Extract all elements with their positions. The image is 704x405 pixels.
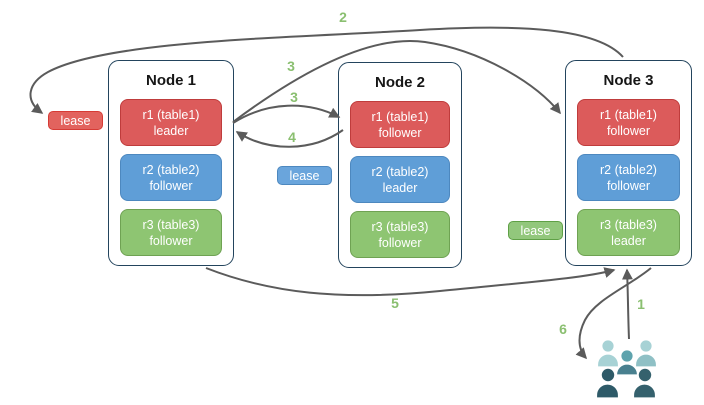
arrow-label-5: 5: [391, 295, 399, 311]
lease-badge-green: lease: [508, 221, 563, 240]
replica-name: r1 (table1): [371, 109, 429, 124]
replica-name: r3 (table3): [142, 217, 200, 232]
replica-role: leader: [153, 123, 189, 138]
users-group-icon: [595, 339, 658, 399]
replica-role: follower: [606, 123, 651, 138]
node-3-replica-r1: r1 (table1) follower: [577, 99, 680, 146]
node-1-title: Node 1: [145, 72, 196, 89]
replica-name: r1 (table1): [600, 107, 657, 122]
arrow-label-6: 6: [559, 321, 567, 337]
node-1-replica-r1: r1 (table1) leader: [120, 99, 222, 146]
replica-role: leader: [382, 180, 418, 195]
node-2-replica-r3: r3 (table3) follower: [350, 211, 450, 258]
replica-role: follower: [149, 233, 193, 248]
arrow-3-short-path: [232, 104, 341, 124]
node-2: Node 2 r1 (table1) follower r2 (table2) …: [338, 62, 462, 268]
replica-role: follower: [378, 235, 422, 250]
replica-name: r2 (table2): [600, 162, 657, 177]
arrow-5-path: [205, 267, 616, 297]
replica-role: follower: [606, 178, 651, 193]
arrow-label-4: 4: [288, 129, 296, 145]
replica-name: r2 (table2): [371, 164, 429, 179]
node-1-replica-r2: r2 (table2) follower: [120, 154, 222, 201]
replica-name: r3 (table3): [371, 219, 429, 234]
arrow-label-2: 2: [339, 9, 347, 25]
node-2-title: Node 2: [374, 74, 425, 91]
replica-name: r1 (table1): [142, 107, 200, 122]
lease-badge-blue: lease: [277, 166, 332, 185]
node-1: Node 1 r1 (table1) leader r2 (table2) fo…: [108, 60, 234, 266]
node-3-title: Node 3: [603, 72, 654, 89]
arrow-1-path: [621, 268, 633, 340]
lease-badge-red: lease: [48, 111, 103, 130]
replica-role: follower: [378, 125, 422, 140]
node-1-replica-r3: r3 (table3) follower: [120, 209, 222, 256]
node-3-replica-r3: r3 (table3) leader: [577, 209, 680, 256]
replica-name: r3 (table3): [600, 217, 657, 232]
replica-role: leader: [611, 233, 646, 248]
arrow-label-3b: 3: [290, 89, 298, 105]
node-2-replica-r1: r1 (table1) follower: [350, 101, 450, 148]
arrow-6-path: [575, 267, 652, 360]
replica-name: r2 (table2): [142, 162, 200, 177]
node-3: Node 3 r1 (table1) follower r2 (table2) …: [565, 60, 692, 266]
replica-role: follower: [149, 178, 193, 193]
arrow-label-1: 1: [637, 296, 645, 312]
node-3-replica-r2: r2 (table2) follower: [577, 154, 680, 201]
node-2-replica-r2: r2 (table2) leader: [350, 156, 450, 203]
arrow-label-3a: 3: [287, 58, 295, 74]
